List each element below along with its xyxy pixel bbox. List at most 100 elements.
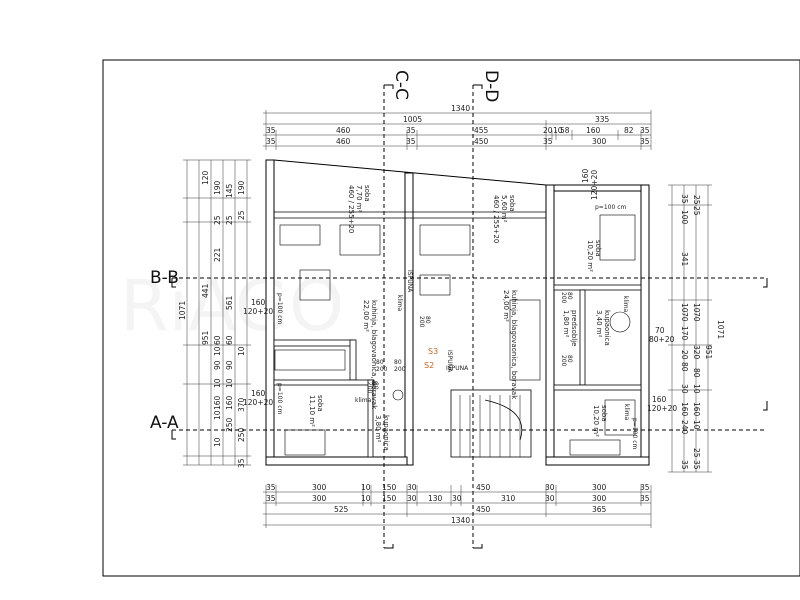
dim-text: 10	[213, 346, 222, 356]
dim-text: 35	[640, 126, 650, 135]
room-area: 3,40 m²	[595, 310, 603, 338]
parapet-label: p=100 cm	[595, 204, 626, 211]
door-width: 80	[376, 359, 384, 366]
window-height: 120+20	[243, 307, 273, 316]
dim-text: 441	[201, 283, 210, 298]
section-label-cc: C-C	[391, 70, 411, 100]
dim-text: 240	[680, 420, 689, 435]
dim-text: 25	[213, 215, 222, 225]
klima-label: klima	[355, 397, 372, 404]
dim-text: 190	[237, 180, 246, 195]
window-height: 120+20	[243, 398, 273, 407]
dim-text: 145	[225, 183, 234, 198]
dim-text: 30	[407, 483, 417, 492]
dim-text: 25	[237, 210, 246, 220]
dim-text: 365	[592, 505, 607, 514]
room-area: 1,80 m²	[562, 310, 570, 338]
door-width: 80	[372, 382, 379, 390]
dim-text: 170	[680, 326, 689, 341]
room-area: 5,60 m²	[500, 195, 508, 223]
dim-text: 160	[586, 126, 601, 135]
bottom-dimension-values: 35 300 10 150 30 450 30 300 35 35 300 10…	[266, 483, 650, 525]
room-area: 11,10 m²	[308, 395, 316, 427]
dim-text: 951	[201, 330, 210, 345]
window-width: 160	[652, 395, 667, 404]
window-height: 80+20	[649, 335, 675, 344]
dim-text: 10	[361, 483, 371, 492]
dim-text: 10	[213, 437, 222, 447]
dim-text: 370	[237, 397, 246, 412]
dim-text: 460	[336, 126, 351, 135]
dim-text: 60	[225, 335, 234, 345]
door-height: 200	[366, 382, 373, 394]
room-area: 22,00 m²	[362, 300, 370, 332]
dim-text: 1071	[178, 301, 187, 320]
window-width: 70	[655, 326, 665, 335]
right-dimension-values: 951 1071 35 100 341 10 70 170 20 80 30 1…	[680, 194, 725, 470]
window-width: 160	[581, 168, 590, 183]
dim-text: 150	[382, 494, 397, 503]
door-height: 200	[560, 292, 567, 304]
dim-text: 120	[201, 170, 210, 185]
room-area: 10,20 m²	[586, 240, 594, 272]
section-label-dd: D-D	[481, 70, 501, 102]
dim-text: 10	[692, 420, 701, 430]
room-area: 3,80 m²	[374, 415, 382, 443]
door-height: 200	[376, 366, 388, 373]
room-name: soba	[508, 195, 516, 212]
window-height: 120+20	[647, 404, 677, 413]
dim-text: 25	[692, 448, 701, 458]
room-area: 10,20 m²	[592, 405, 600, 437]
dim-text: 35	[680, 460, 689, 470]
dim-text: 80	[692, 368, 701, 378]
door-height: 200	[394, 366, 406, 373]
dim-text: 300	[592, 483, 607, 492]
dim-text: 341	[680, 252, 689, 267]
dim-text: 30	[680, 384, 689, 394]
stair-label-s3: S3	[428, 347, 438, 356]
dim-text: 561	[225, 295, 234, 310]
ispuna-label: ISPUNA	[406, 270, 413, 293]
dim-text: 250	[225, 417, 234, 432]
dim-overall-bottom: 1340	[451, 516, 470, 525]
room-name: predsoblje	[570, 310, 578, 347]
dim-text: 30	[452, 494, 462, 503]
klima-label: klima	[622, 296, 629, 313]
dim-text: 10	[225, 378, 234, 388]
top-dimension-values: 1340 1005 335 35 460 35 455 20 10 58 160…	[266, 104, 650, 146]
room-extra: 460 / 255+20	[492, 195, 500, 243]
dim-text: 300	[312, 483, 327, 492]
dim-text: 35	[266, 126, 276, 135]
door-width: 80	[566, 355, 573, 363]
room-name: soba	[316, 395, 324, 412]
door-width: 80	[566, 292, 573, 300]
dim-text: 30	[545, 483, 555, 492]
window-width: 160	[251, 389, 266, 398]
dim-text: 300	[592, 494, 607, 503]
section-label-aa: A-A	[150, 413, 179, 433]
dim-text: 450	[476, 505, 491, 514]
dim-top-335: 335	[595, 115, 610, 124]
door-width: 80	[424, 316, 431, 324]
dim-text: 460	[336, 137, 351, 146]
dim-text: 20	[680, 350, 689, 360]
ispuna-label: ISPUNA	[446, 365, 469, 372]
stair-label-s2: S2	[424, 361, 434, 370]
dim-text: 10	[361, 494, 371, 503]
door-width: 80	[394, 359, 402, 366]
room-name: soba	[600, 405, 608, 422]
dim-text: 35	[640, 494, 650, 503]
room-area: 24,00 m²	[502, 290, 510, 322]
room-name: kuhinja, blagovaonica, boravak	[370, 300, 378, 410]
dim-text: 35	[640, 137, 650, 146]
dim-text: 951	[704, 345, 713, 360]
parapet-label: p=100 cm	[276, 383, 283, 414]
dim-text: 70	[680, 312, 689, 322]
misc-labels: ISPUNA ISPUNA ISPUNA klima klima klima k…	[355, 270, 630, 421]
dim-text: 35	[237, 458, 246, 468]
parapet-label: p=100 cm	[631, 418, 638, 449]
dim-text: 160	[225, 395, 234, 410]
door-height: 200	[418, 316, 425, 328]
dim-text: 30	[407, 494, 417, 503]
left-dimension-lines	[183, 159, 251, 466]
